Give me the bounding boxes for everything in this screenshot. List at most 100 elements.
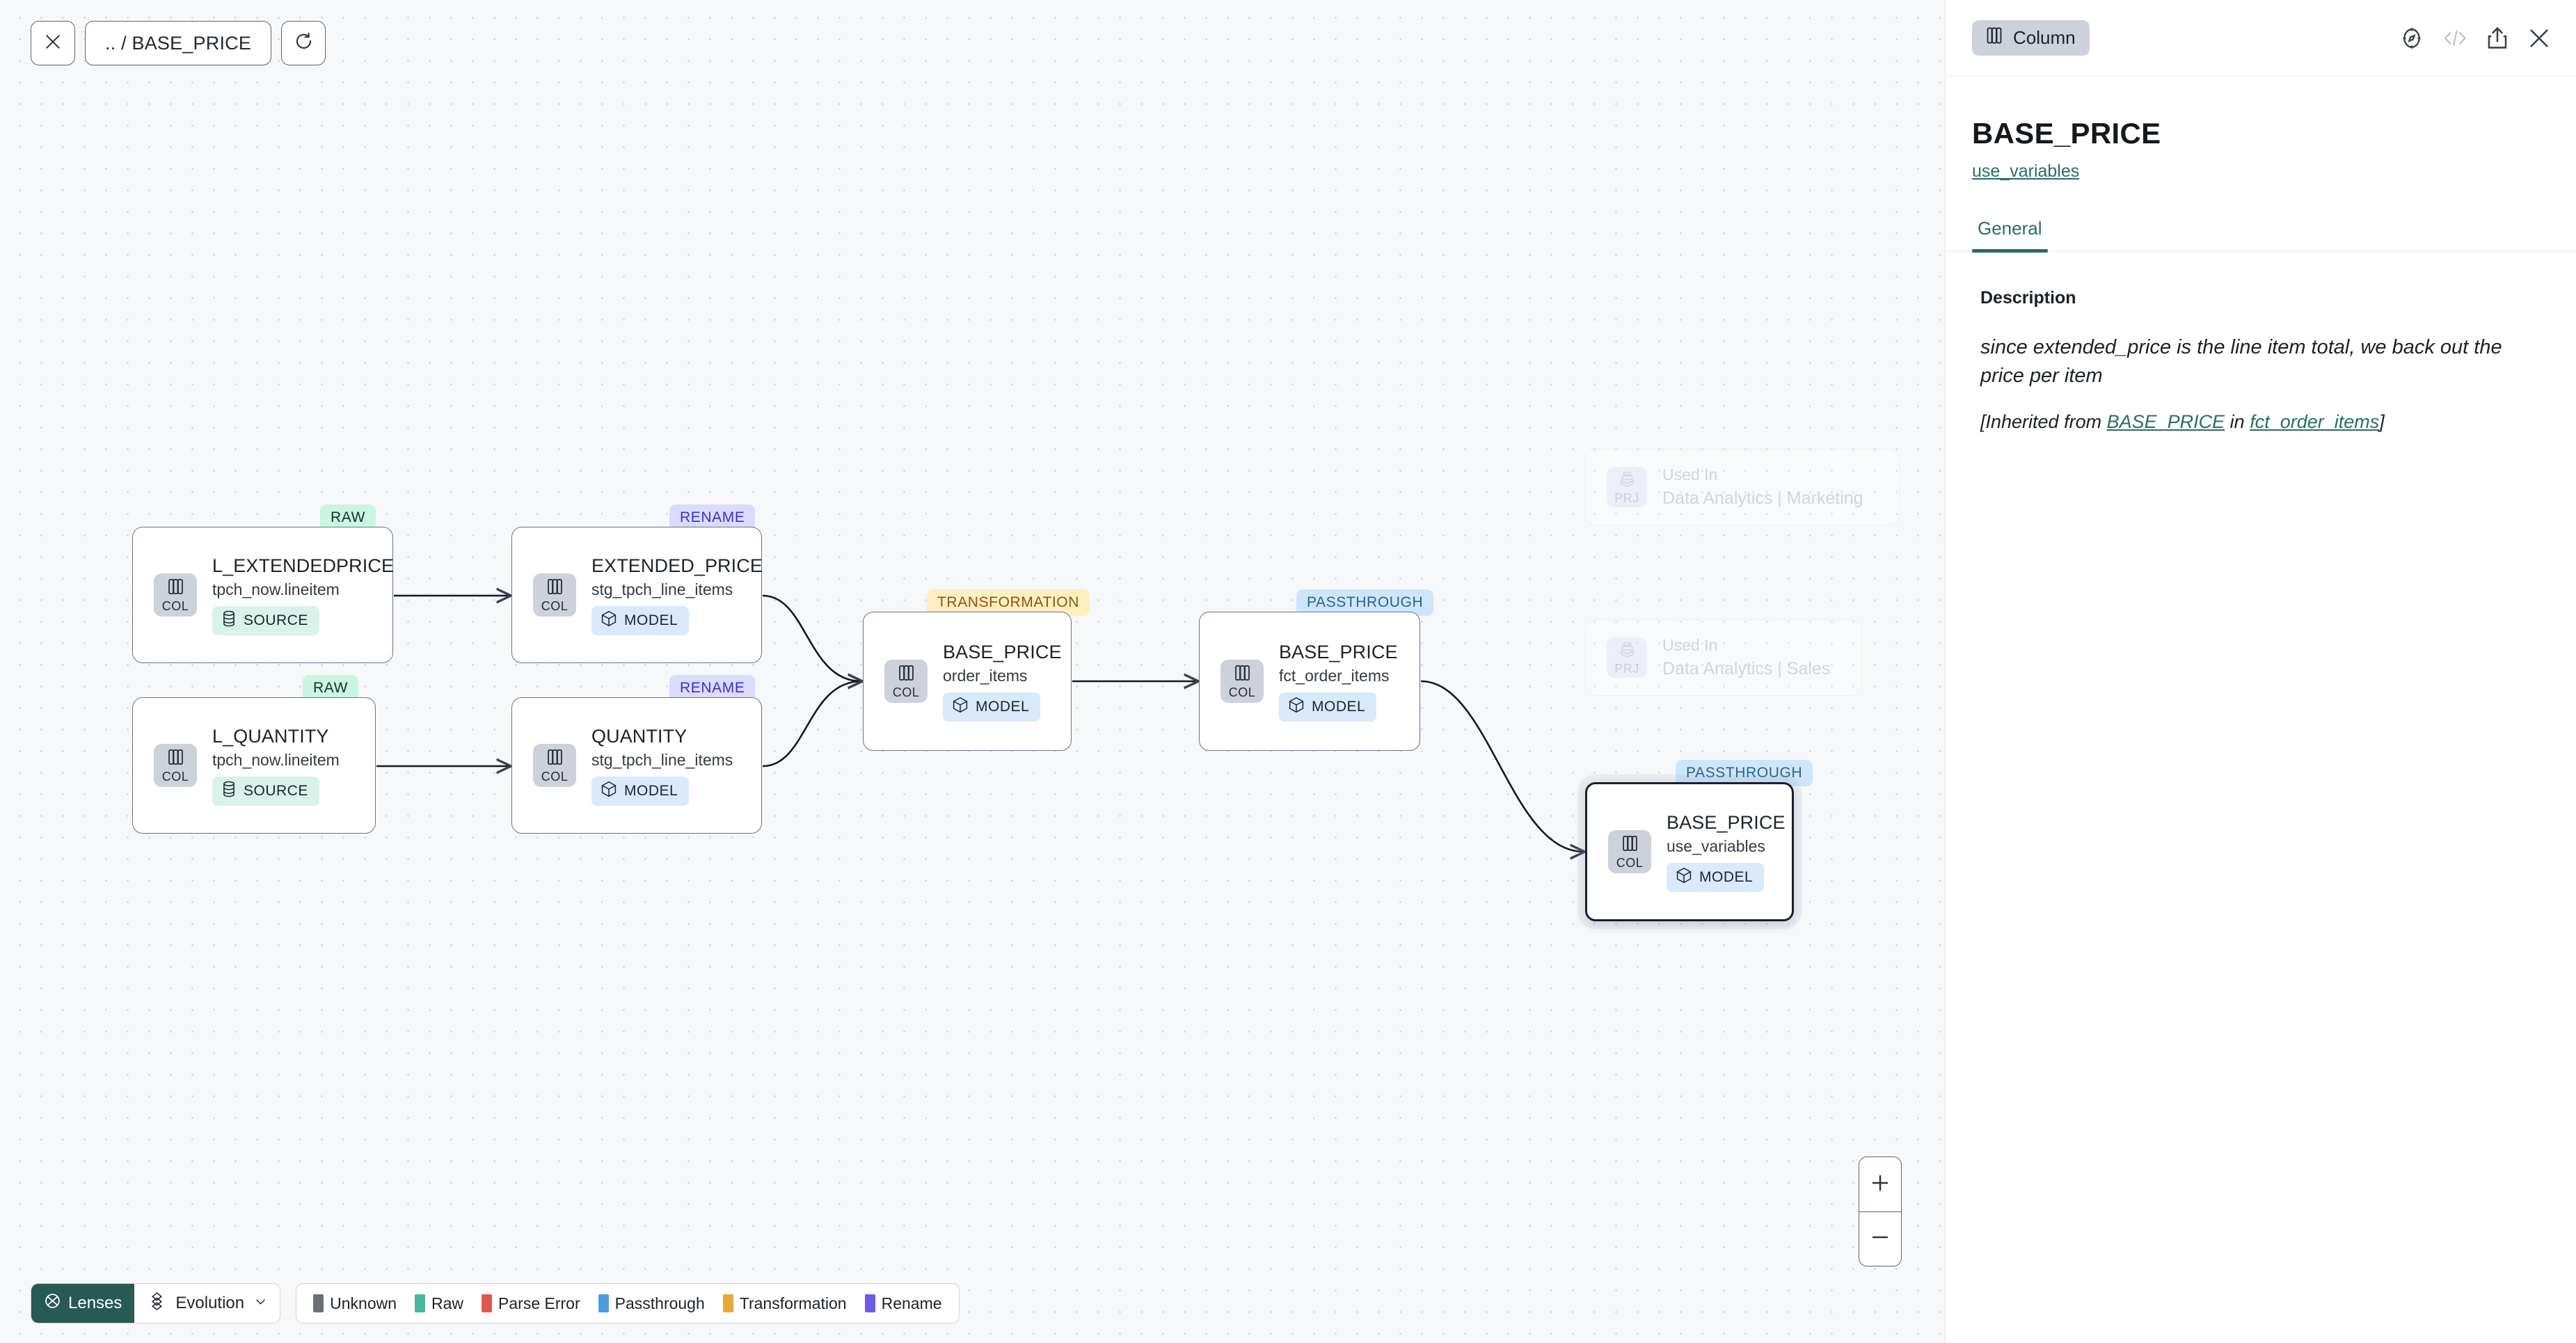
node-kind-label: MODEL: [624, 782, 678, 799]
legend-item[interactable]: Transformation: [722, 1294, 847, 1313]
breadcrumb[interactable]: .. / BASE_PRICE: [85, 21, 272, 65]
close-button[interactable]: [31, 21, 75, 65]
details-panel: Column: [1945, 0, 2576, 1343]
legend-item[interactable]: Parse Error: [482, 1294, 580, 1313]
column-icon: [546, 578, 564, 599]
col-type-badge: COL: [884, 660, 928, 703]
inherited-prefix: [Inherited from: [1980, 411, 2107, 433]
node-kind-label: MODEL: [1699, 868, 1754, 885]
node-kind-label: MODEL: [1312, 698, 1366, 715]
zoom-out-button[interactable]: [1859, 1211, 1901, 1266]
col-badge-label: COL: [541, 770, 569, 784]
col-badge-label: COL: [892, 685, 920, 699]
inherited-column-link[interactable]: BASE_PRICE: [2106, 411, 2225, 433]
node-name: EXTENDED_PRICE: [591, 555, 763, 576]
tab-general[interactable]: General: [1972, 218, 2048, 253]
lenses-label: Lenses: [68, 1294, 122, 1312]
used-in-target: Data Analytics | Marketing: [1662, 488, 1863, 508]
legend-label: Raw: [431, 1294, 464, 1312]
legend-label: Passthrough: [614, 1294, 705, 1312]
database-icon: [221, 610, 237, 631]
project-icon: [1619, 641, 1636, 661]
lenses-group: Lenses Evolution: [31, 1283, 281, 1324]
node-name: BASE_PRICE: [943, 641, 1062, 662]
page-title: BASE_PRICE: [1972, 117, 2161, 150]
node-name: QUANTITY: [591, 725, 687, 747]
lenses-button[interactable]: Lenses: [31, 1284, 135, 1323]
refresh-button[interactable]: [281, 21, 326, 65]
lineage-legend: Unknown Raw Parse Error Passthrough Transfor…: [296, 1283, 960, 1324]
node-source: order_items: [943, 666, 1028, 685]
node-kind-chip: MODEL: [943, 692, 1041, 722]
cube-icon: [1288, 697, 1305, 717]
column-icon: [898, 664, 915, 685]
minus-icon: [1870, 1227, 1891, 1251]
legend-item[interactable]: Rename: [864, 1294, 942, 1313]
cube-icon: [601, 610, 617, 631]
node-status-tag: RENAME: [669, 675, 756, 701]
parent-model-link[interactable]: use_variables: [1972, 161, 2080, 181]
close-icon[interactable]: [2527, 26, 2551, 50]
cube-icon: [601, 781, 617, 802]
node-name: L_QUANTITY: [212, 725, 329, 747]
plus-icon: [1870, 1173, 1891, 1197]
node-source: tpch_now.lineitem: [212, 750, 340, 769]
legend-item[interactable]: Raw: [415, 1294, 463, 1313]
column-icon: [167, 578, 184, 599]
prj-badge-label: PRJ: [1614, 661, 1639, 676]
node-status-tag: RENAME: [669, 504, 756, 531]
legend-item[interactable]: Unknown: [313, 1294, 397, 1313]
inherited-suffix: ]: [2379, 411, 2385, 433]
legend-label: Parse Error: [498, 1294, 580, 1312]
project-type-badge: PRJ: [1607, 467, 1647, 507]
node-status-tag: RAW: [303, 675, 359, 701]
cube-icon: [1676, 867, 1692, 888]
node-source: use_variables: [1667, 836, 1765, 855]
node-status-tag: PASSTHROUGH: [1676, 760, 1813, 786]
node-name: BASE_PRICE: [1667, 811, 1786, 833]
col-type-badge: COL: [1608, 830, 1651, 873]
chevron-down-icon: [254, 1294, 267, 1313]
node-kind-chip: MODEL: [591, 776, 690, 806]
cube-icon: [952, 697, 969, 717]
zoom-in-button[interactable]: [1859, 1157, 1901, 1211]
canvas-toolbar: .. / BASE_PRICE: [31, 21, 326, 65]
legend-label: Unknown: [330, 1294, 397, 1312]
node-source: fct_order_items: [1279, 666, 1390, 685]
legend-item[interactable]: Passthrough: [598, 1294, 705, 1313]
prj-badge-label: PRJ: [1614, 491, 1639, 505]
node-name: L_EXTENDEDPRICE: [212, 555, 395, 576]
panel-header: Column: [1946, 0, 2576, 77]
legend-swatch: [598, 1294, 609, 1312]
evolution-dropdown[interactable]: Evolution: [134, 1284, 280, 1323]
inherited-model-link[interactable]: fct_order_items: [2250, 411, 2380, 433]
node-kind-chip: MODEL: [591, 605, 690, 635]
column-icon: [546, 748, 564, 770]
inherited-note: [Inherited from BASE_PRICE in fct_order_…: [1980, 411, 2541, 433]
description-label: Description: [1980, 288, 2076, 308]
kind-badge: Column: [1972, 20, 2090, 56]
legend-swatch: [313, 1294, 324, 1312]
node-status-tag: PASSTHROUGH: [1296, 589, 1434, 616]
col-type-badge: COL: [154, 744, 197, 787]
used-in-label: Used In: [1662, 636, 1718, 654]
panel-tabs: General: [1946, 218, 2576, 253]
node-kind-chip: SOURCE: [212, 776, 319, 806]
kind-badge-label: Column: [2013, 27, 2076, 48]
code-icon[interactable]: [2442, 28, 2467, 49]
compass-icon[interactable]: [2400, 26, 2424, 50]
share-icon[interactable]: [2486, 26, 2509, 50]
column-icon: [1986, 26, 2003, 49]
column-icon: [1234, 664, 1251, 685]
col-badge-label: COL: [1616, 856, 1644, 870]
